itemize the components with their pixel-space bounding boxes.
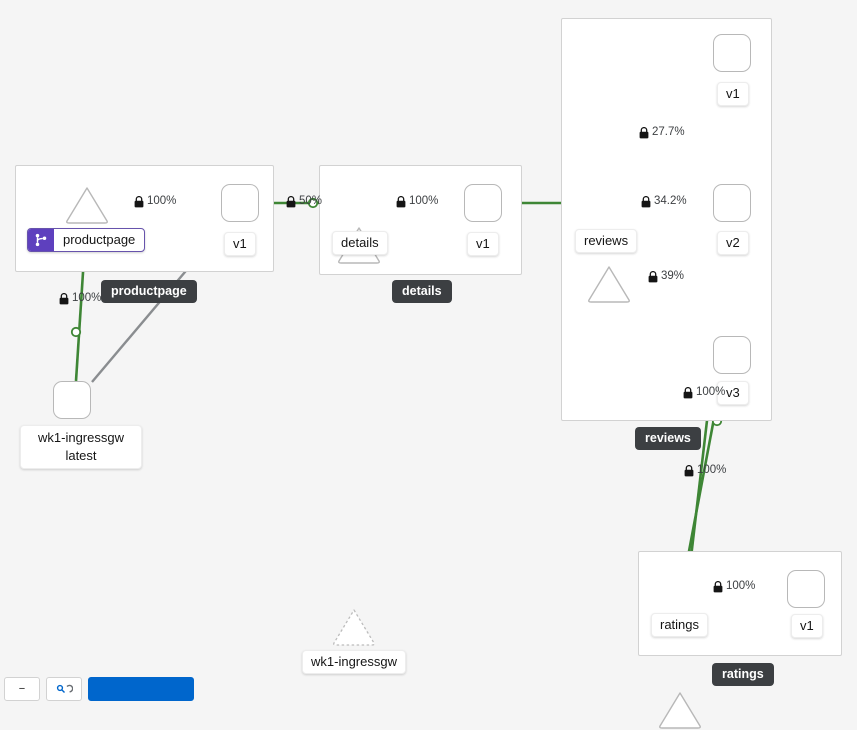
- group-tag-ratings[interactable]: ratings: [712, 663, 774, 686]
- node-ratings-service[interactable]: [657, 690, 703, 730]
- node-label-ratings-v1: v1: [791, 614, 823, 638]
- edge-label-productpage-v1: 100%: [134, 195, 176, 208]
- node-label-reviews-v3: v3: [717, 381, 749, 405]
- node-productpage-v1[interactable]: [221, 184, 259, 222]
- lock-icon: [683, 386, 693, 398]
- node-label-reviews-v2: v2: [717, 231, 749, 255]
- lock-icon: [641, 195, 651, 207]
- app-node-shape[interactable]: [713, 336, 751, 374]
- node-details-v1[interactable]: [464, 184, 502, 222]
- group-tag-details[interactable]: details: [392, 280, 452, 303]
- node-label-details: details: [332, 231, 388, 255]
- node-label-ratings: ratings: [651, 613, 709, 637]
- app-node-shape[interactable]: [464, 184, 502, 222]
- app-node-shape[interactable]: [713, 184, 751, 222]
- node-label-productpage: productpage: [27, 228, 146, 252]
- node-label-line2: latest: [65, 448, 97, 463]
- app-node-shape[interactable]: [53, 381, 91, 419]
- edge-label-reviews-v3: 39%: [648, 270, 684, 283]
- node-ratings-v1[interactable]: [787, 570, 825, 608]
- fit-to-screen-button[interactable]: [46, 677, 82, 701]
- lock-icon: [286, 195, 296, 207]
- node-reviews-service[interactable]: [586, 264, 632, 304]
- node-wk1-ingressgw-ghost[interactable]: [331, 607, 377, 647]
- lock-icon: [648, 270, 658, 282]
- app-node-shape[interactable]: [713, 34, 751, 72]
- node-reviews-v2[interactable]: [713, 184, 751, 222]
- edge-label-reviews-v3-ratings-upper: 100%: [683, 386, 725, 399]
- lock-icon: [396, 195, 406, 207]
- zoom-out-button[interactable]: −: [4, 677, 40, 701]
- service-triangle-outline-icon: [333, 609, 375, 646]
- app-node-shape[interactable]: [221, 184, 259, 222]
- virtual-service-icon: [28, 229, 54, 251]
- edge-label-text: 34.2%: [654, 195, 687, 207]
- lock-icon: [639, 126, 649, 138]
- node-label-text: productpage: [63, 232, 136, 247]
- lock-icon: [134, 195, 144, 207]
- edge-label-text: 27.7%: [652, 126, 685, 138]
- edge-label-ingressgw-productpage: 100%: [59, 292, 101, 305]
- edge-label-text: 50%: [299, 195, 323, 207]
- service-triangle-icon: [588, 266, 630, 303]
- edge-label-text: 100%: [696, 386, 726, 398]
- edge-label-productpage-details: 50%: [286, 195, 322, 208]
- node-label-details-v1: v1: [467, 232, 499, 256]
- node-label-line1: wk1-ingressgw: [38, 430, 124, 445]
- edge-label-v2-ratings: 100%: [684, 464, 726, 477]
- group-tag-reviews[interactable]: reviews: [635, 427, 701, 450]
- lock-icon: [59, 292, 69, 304]
- node-label-reviews: reviews: [575, 229, 638, 253]
- node-productpage-service[interactable]: [64, 185, 110, 225]
- fit-screen-icon: [56, 684, 73, 693]
- node-reviews-v1[interactable]: [713, 34, 751, 72]
- lock-icon: [713, 580, 723, 592]
- service-triangle-icon: [659, 692, 701, 729]
- edge-label-details-v1: 100%: [396, 195, 438, 208]
- node-label-reviews-v1: v1: [717, 82, 749, 106]
- edge-label-text: 100%: [409, 195, 439, 207]
- app-node-shape[interactable]: [787, 570, 825, 608]
- edge-label-reviews-v2: 34.2%: [641, 195, 687, 208]
- graph-toolbar[interactable]: −: [0, 677, 194, 701]
- edge-label-text: 100%: [147, 195, 177, 207]
- edge-label-text: 39%: [661, 270, 685, 282]
- edge-label-text: 100%: [697, 464, 727, 476]
- node-label-productpage-v1: v1: [224, 232, 256, 256]
- edge-label-reviews-v1: 27.7%: [639, 126, 685, 139]
- node-label-wk1-ingressgw-ghost: wk1-ingressgw: [302, 650, 406, 674]
- node-wk1-ingressgw[interactable]: [53, 381, 91, 419]
- edge-label-text: 100%: [726, 580, 756, 592]
- edge-label-text: 100%: [72, 292, 102, 304]
- service-triangle-icon: [66, 187, 108, 224]
- edge-label-ratings-v1: 100%: [713, 580, 755, 593]
- group-tag-productpage[interactable]: productpage: [101, 280, 197, 303]
- node-label-wk1-ingressgw: wk1-ingressgw latest: [20, 425, 142, 469]
- lock-icon: [684, 464, 694, 476]
- primary-action-button[interactable]: [88, 677, 194, 701]
- node-reviews-v3[interactable]: [713, 336, 751, 374]
